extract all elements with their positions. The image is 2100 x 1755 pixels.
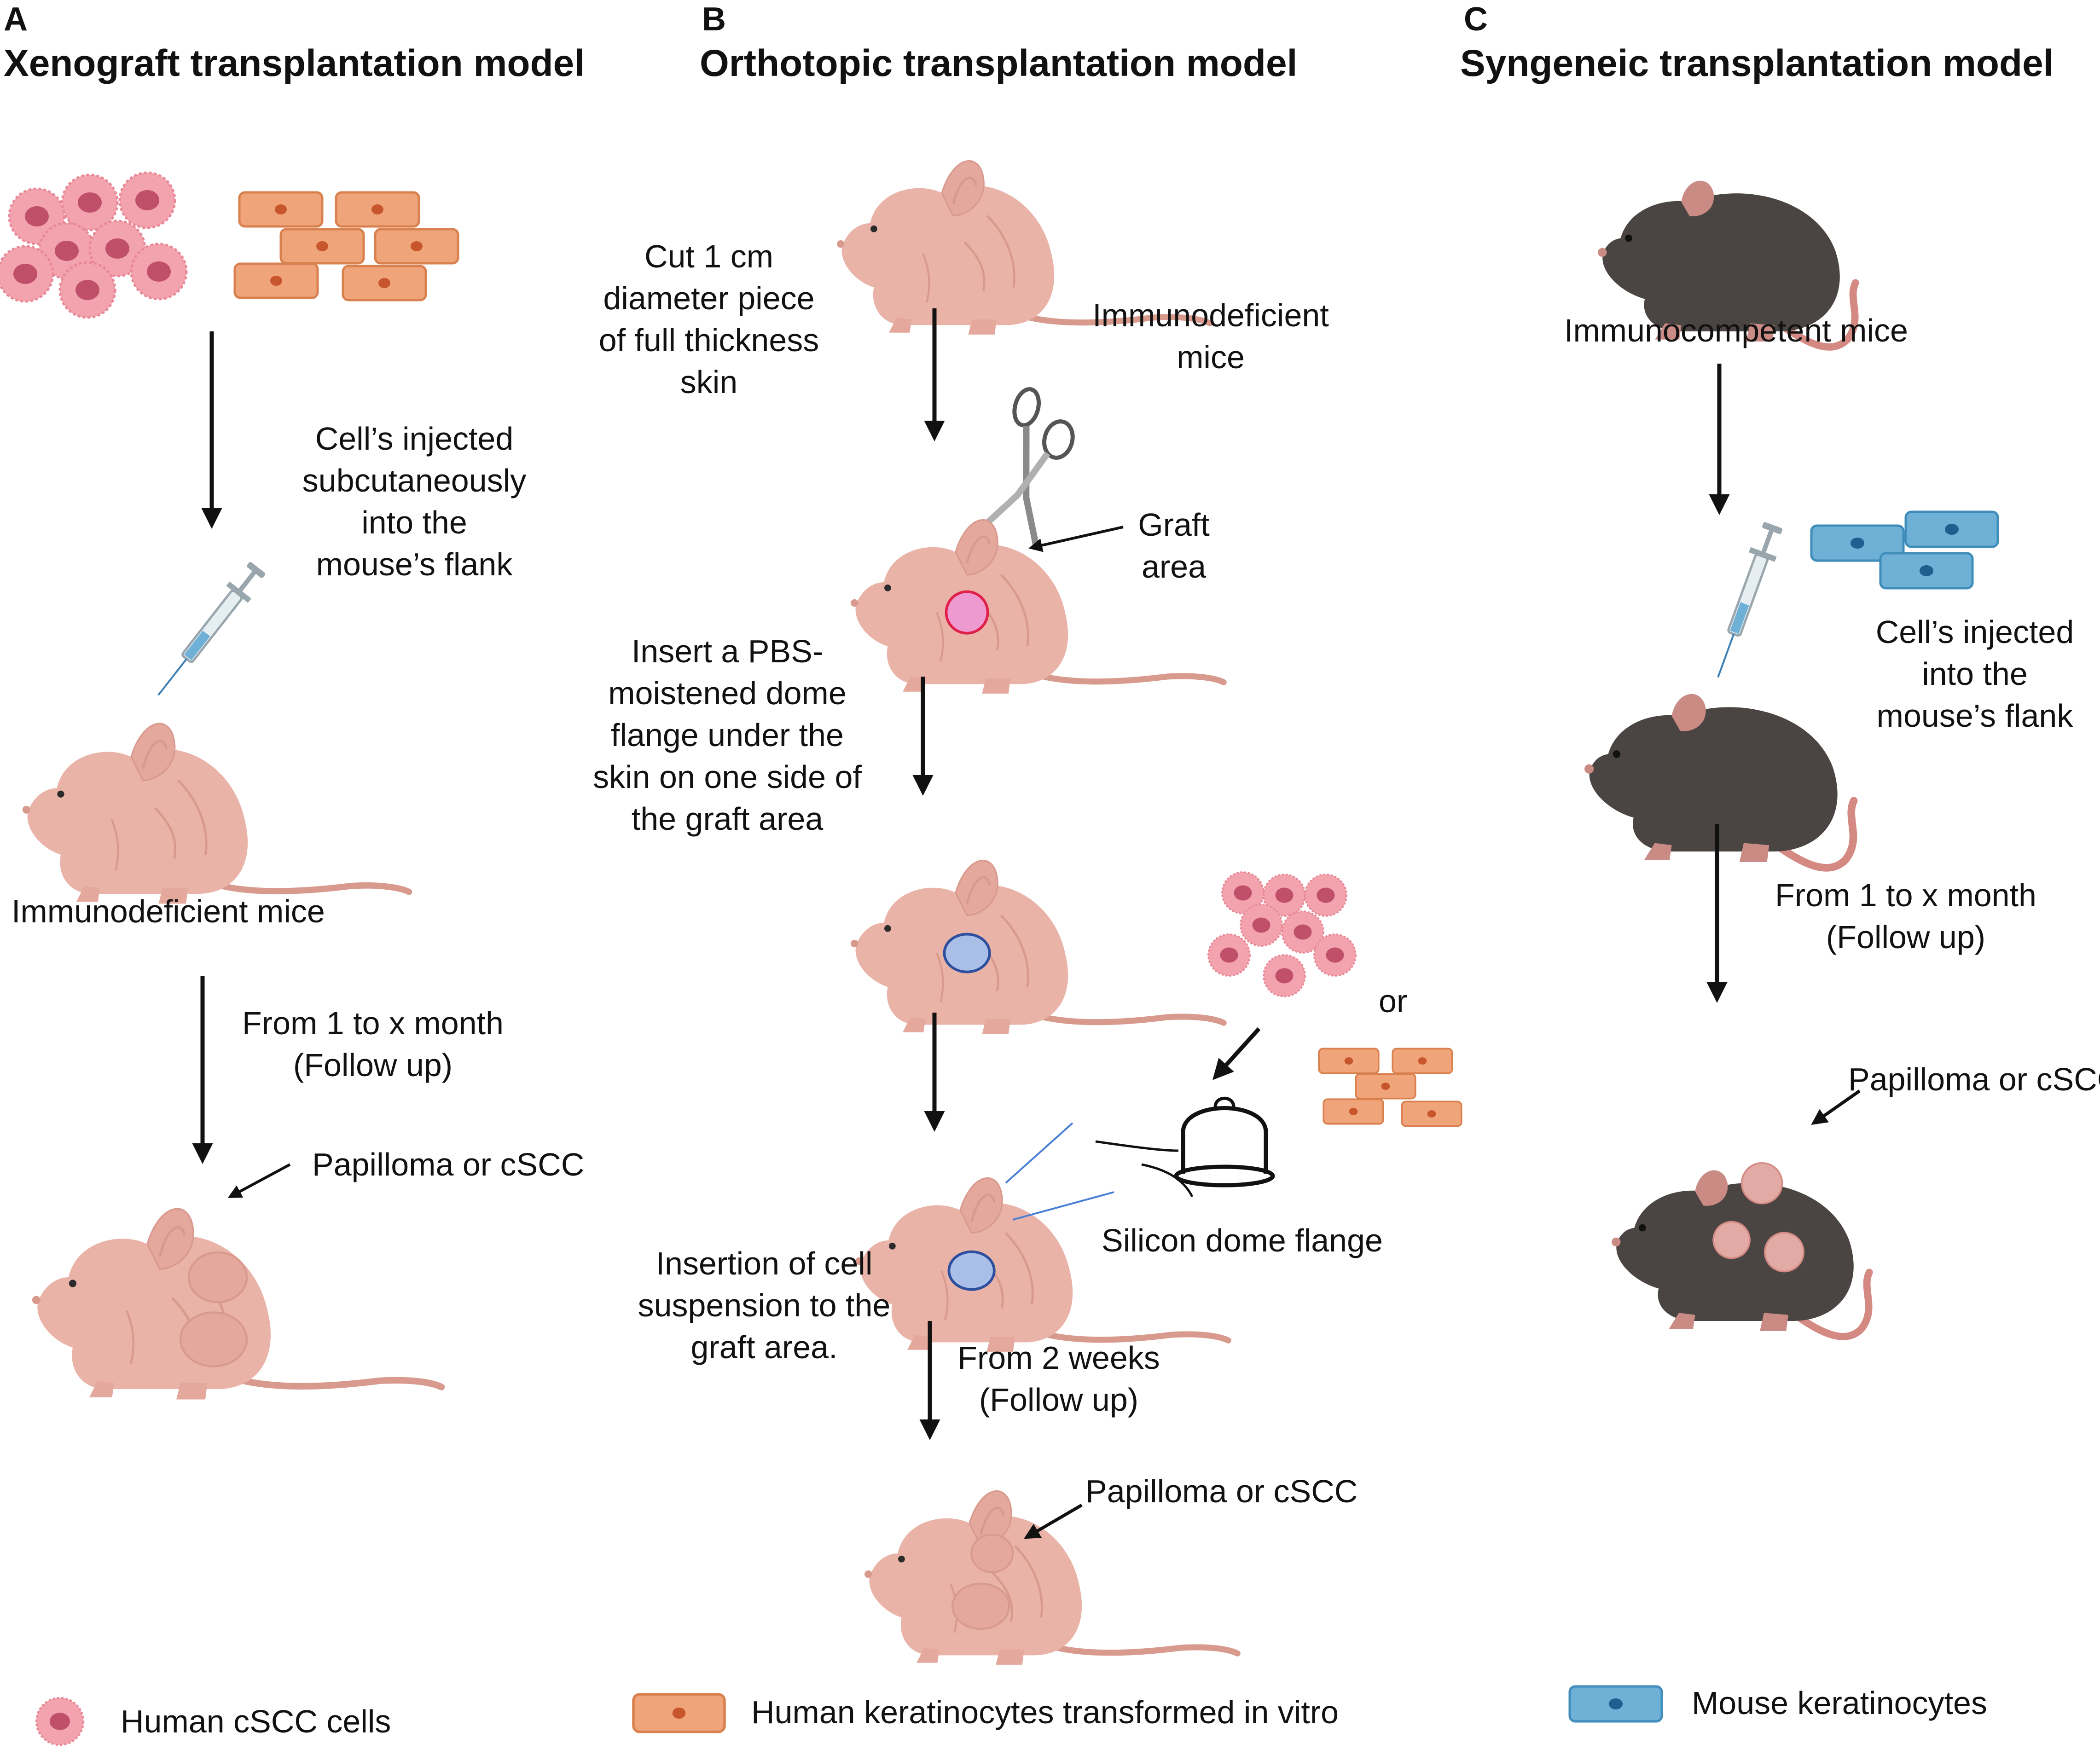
- panel-b-suspension-line-1: Insertion of cell: [656, 1245, 873, 1281]
- panel-c-injection-line-2: into the: [1922, 656, 2028, 692]
- panel-c-syringe: [1705, 521, 1787, 682]
- panel-c-mouse-3: [1612, 1162, 1869, 1337]
- panel-a-mouse-2: [32, 1209, 441, 1399]
- panel-b-graft-label: Graft area: [1105, 504, 1243, 588]
- panel-b-mouse-3: [851, 861, 1224, 1034]
- panel-c-keratinocytes: [1811, 512, 1998, 588]
- panel-c-result-label: Papilloma or cSCC: [1848, 1061, 2100, 1097]
- panel-b-insert-line-4: skin on one side of: [593, 759, 862, 795]
- panel-b-title: Orthotopic transplantation model: [700, 42, 1298, 84]
- panel-a-followup: From 1 to x month (Follow up): [216, 1002, 529, 1086]
- legend-cscc-cell-icon: [36, 1698, 83, 1745]
- legend-transformed-keratinocytes-label: Human keratinocytes transformed in vitro: [751, 1694, 1339, 1730]
- panel-c-letter: C: [1464, 1, 1488, 38]
- panel-b-result-label: Papilloma or cSCC: [1085, 1473, 1358, 1509]
- dome-flange-icon: [1005, 1096, 1275, 1221]
- panel-a-mice-label: Immunodeficient mice: [12, 893, 325, 929]
- panel-c-title: Syngeneic transplantation model: [1460, 42, 2054, 84]
- panel-b-followup: From 2 weeks (Follow up): [939, 1337, 1178, 1421]
- panel-b-insert-line-2: moistened dome: [608, 675, 847, 711]
- panel-a-cscc-cells: [0, 173, 186, 318]
- panel-b-letter: B: [702, 1, 726, 38]
- panel-a-title: Xenograft transplantation model: [4, 42, 585, 84]
- panel-b-or-label: or: [1379, 983, 1408, 1019]
- panel-a-followup-line-2: (Follow up): [293, 1047, 453, 1083]
- panel-b-suspension-line-2: suspension to the: [638, 1287, 891, 1323]
- panel-b-cscc-cells: [1207, 871, 1357, 997]
- panel-a-injection-line-4: mouse’s flank: [316, 546, 513, 582]
- panel-b-graft-line-1: Graft: [1138, 507, 1210, 543]
- panel-b-cut-line-2: diameter piece: [603, 280, 815, 316]
- panel-c-injection-line-3: mouse’s flank: [1876, 698, 2073, 734]
- panel-a-mouse-1: [23, 724, 409, 904]
- legend-mouse-keratinocyte-icon: [1570, 1686, 1662, 1721]
- panel-c-injection-step: Cell’s injected into the mouse’s flank: [1841, 611, 2100, 737]
- panel-a-keratinocytes: [235, 192, 458, 300]
- panel-b-insert-line-1: Insert a PBS-: [631, 633, 824, 669]
- panel-b-insert-line-3: flange under the: [611, 717, 844, 753]
- panel-c-followup: From 1 to x month (Follow up): [1740, 875, 2071, 958]
- panel-b-dome-label: Silicon dome flange: [1102, 1222, 1383, 1258]
- panel-b-mouse-4: [855, 1178, 1228, 1352]
- panel-c-injection-line-1: Cell’s injected: [1875, 614, 2074, 650]
- panel-b-mice-line-2: mice: [1177, 339, 1245, 375]
- panel-b-cut-line-4: skin: [680, 364, 738, 400]
- panel-c-result-pointer: [1811, 1089, 1861, 1125]
- panel-c-followup-line-1: From 1 to x month: [1775, 877, 2036, 913]
- panel-a-result-label: Papilloma or cSCC: [312, 1147, 585, 1182]
- panel-b-graft-pointer: [1028, 526, 1124, 552]
- panel-b-followup-line-1: From 2 weeks: [957, 1340, 1160, 1376]
- panel-c-followup-line-2: (Follow up): [1826, 919, 1986, 955]
- panel-a-injection-line-2: subcutaneously: [302, 463, 527, 498]
- panel-b-mouse-5: [864, 1491, 1237, 1665]
- panel-b-suspension-step: Insertion of cell suspension to the graf…: [594, 1243, 934, 1368]
- legend-mouse-keratinocytes-label: Mouse keratinocytes: [1692, 1685, 1987, 1721]
- panel-c-mouse-2: [1584, 694, 1854, 868]
- panel-b-insert-line-5: the graft area: [631, 801, 824, 837]
- panel-a-letter: A: [4, 1, 28, 38]
- panel-a-injection-line-1: Cell’s injected: [315, 421, 514, 457]
- panel-a-injection-step: Cell’s injected subcutaneously into the …: [258, 418, 571, 585]
- panel-b-cut-line-1: Cut 1 cm: [644, 238, 774, 274]
- panel-b-cut-line-3: of full thickness: [598, 322, 819, 358]
- panel-b-mice-label: Immunodeficient mice: [1073, 295, 1349, 378]
- panel-b-cut-step: Cut 1 cm diameter piece of full thicknes…: [566, 236, 852, 403]
- panel-a-pointer: [227, 1163, 291, 1198]
- panel-b-insert-step: Insert a PBS- moistened dome flange unde…: [559, 631, 895, 840]
- panel-b-graft-line-2: area: [1141, 549, 1207, 585]
- panel-b-keratinocytes: [1318, 1048, 1462, 1127]
- panel-b-mouse-2: [851, 520, 1224, 694]
- panel-b-cells-arrow: [1212, 1027, 1261, 1080]
- panel-a-injection-line-3: into the: [361, 504, 467, 540]
- legend-human-keratinocyte-icon: [633, 1694, 725, 1732]
- panel-b-followup-line-2: (Follow up): [979, 1382, 1139, 1418]
- legend-cscc-cells-label: Human cSCC cells: [121, 1703, 391, 1739]
- panel-c-mice-label: Immunocompetent mice: [1564, 313, 1908, 348]
- panel-a-syringe: [147, 559, 269, 703]
- panel-a-followup-line-1: From 1 to x month: [242, 1005, 504, 1041]
- panel-b-suspension-line-3: graft area.: [690, 1329, 838, 1365]
- panel-b-mice-line-1: Immunodeficient: [1092, 297, 1329, 333]
- panel-b-result-pointer: [1023, 1503, 1083, 1539]
